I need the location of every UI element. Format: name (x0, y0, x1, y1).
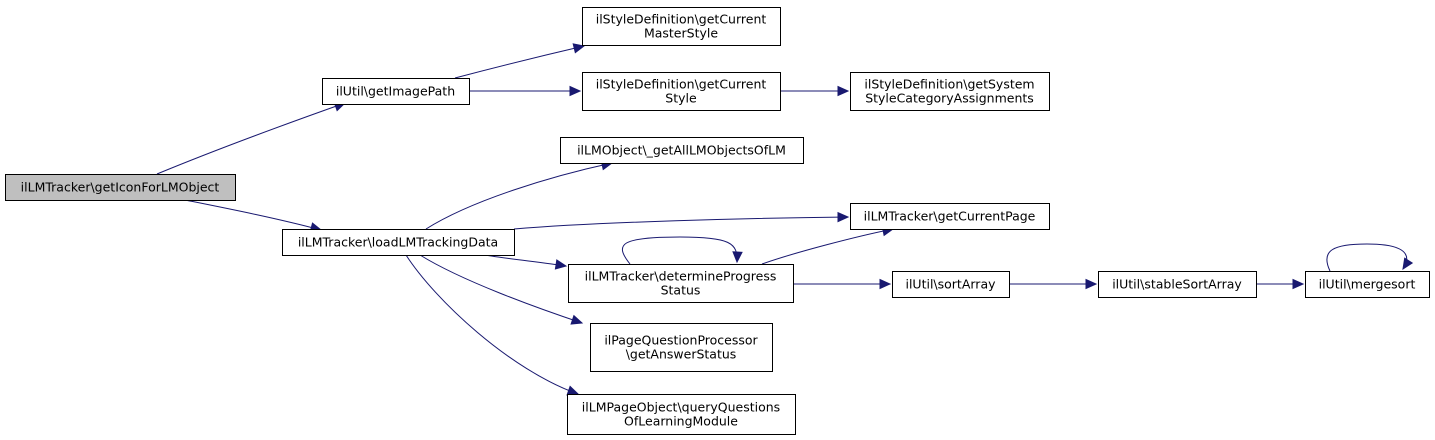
edge-getImagePath-to-getCurrentStyle (469, 85, 582, 97)
arrowhead (554, 259, 568, 270)
node-stableSortArray[interactable]: ilUtil\stableSortArray (1098, 271, 1257, 298)
arrowhead (732, 251, 743, 264)
node-label: ilLMTracker\loadLMTrackingData (298, 235, 498, 250)
node-box (322, 78, 470, 105)
node-label: ilUtil\mergesort (1319, 277, 1416, 292)
node-label: ilStyleDefinition\getCurrent (596, 77, 767, 92)
node-box (892, 271, 1010, 298)
node-box (560, 137, 804, 164)
node-label: ilStyleDefinition\getSystem (864, 77, 1034, 92)
node-label: \getAnswerStatus (626, 347, 737, 362)
arrowhead (572, 43, 586, 54)
node-label: Status (661, 283, 701, 298)
node-getSystemStyleCategoryAssignments[interactable]: ilStyleDefinition\getSystemStyleCategory… (850, 72, 1050, 111)
arrowhead (879, 278, 892, 290)
arrowhead (1085, 278, 1098, 290)
arrowhead (1402, 257, 1414, 271)
edge-getIconForLMObject-to-loadLMTrackingData (184, 199, 323, 233)
node-getAllLMObjectsOfLM[interactable]: ilLMObject\_getAllLMObjectsOfLM (560, 137, 804, 164)
node-label: ilStyleDefinition\getCurrent (596, 12, 767, 27)
node-getImagePath[interactable]: ilUtil\getImagePath (322, 78, 470, 105)
node-label: StyleCategoryAssignments (865, 91, 1034, 106)
node-box (850, 72, 1050, 111)
node-box (850, 203, 1050, 230)
edge-loadLMTrackingData-to-determineProgressStatus (484, 254, 568, 270)
edge-sortArray-to-stableSortArray (1009, 278, 1098, 290)
node-loadLMTrackingData[interactable]: ilLMTracker\loadLMTrackingData (282, 229, 515, 256)
edge-determineProgressStatus-to-getCurrentPage (761, 225, 895, 265)
arrowhead (1292, 278, 1305, 290)
node-box (567, 394, 796, 435)
edge-stableSortArray-to-mergesort (1256, 278, 1305, 290)
edge-loadLMTrackingData-to-getAllLMObjectsOfLM (425, 160, 614, 230)
edge-determineProgressStatus-to-determineProgressStatus (621, 236, 743, 265)
node-queryQuestionsOfLearningModule[interactable]: ilLMPageObject\queryQuestionsOfLearningM… (567, 394, 796, 435)
node-label: ilLMPageObject\queryQuestions (582, 400, 780, 415)
node-label: OfLearningModule (624, 414, 738, 429)
node-label: MasterStyle (644, 26, 718, 41)
edge-mergesort-to-mergesort (1326, 243, 1414, 272)
node-box (582, 72, 781, 111)
node-box (1305, 271, 1430, 298)
node-label: ilUtil\getImagePath (336, 84, 455, 99)
edge-loadLMTrackingData-to-getCurrentPage (513, 211, 850, 230)
node-box (582, 7, 781, 46)
node-label: ilUtil\stableSortArray (1112, 277, 1242, 292)
arrowhead (569, 85, 582, 97)
arrowhead (570, 314, 584, 325)
node-sortArray[interactable]: ilUtil\sortArray (892, 271, 1010, 298)
arrowhead (837, 211, 850, 223)
node-label: ilUtil\sortArray (905, 277, 996, 292)
node-mergesort[interactable]: ilUtil\mergesort (1305, 271, 1430, 298)
node-label: ilLMTracker\determineProgress (585, 269, 777, 284)
arrowhead (566, 385, 580, 396)
edge-loadLMTrackingData-to-getAnswerStatus (419, 254, 584, 325)
node-layer: ilLMTracker\getIconForLMObject ilUtil\get… (5, 7, 1430, 435)
node-label: ilLMObject\_getAllLMObjectsOfLM (577, 143, 786, 158)
edge-determineProgressStatus-to-sortArray (793, 278, 892, 290)
edge-getCurrentStyle-to-getSystemStyleCategoryAssignments (780, 85, 850, 97)
edge-loadLMTrackingData-to-queryQuestionsOfLearningModule (405, 254, 580, 396)
node-box (5, 174, 236, 201)
edge-getIconForLMObject-to-getImagePath (156, 101, 347, 175)
node-label: ilPageQuestionProcessor (604, 333, 758, 348)
node-box (1098, 271, 1257, 298)
node-getCurrentPage[interactable]: ilLMTracker\getCurrentPage (850, 203, 1050, 230)
arrowhead (837, 85, 850, 97)
node-label: Style (665, 91, 697, 106)
node-box (282, 229, 515, 256)
node-getAnswerStatus[interactable]: ilPageQuestionProcessor\getAnswerStatus (590, 323, 773, 372)
node-box (590, 323, 773, 372)
node-label: ilLMTracker\getCurrentPage (864, 209, 1036, 224)
node-label: ilLMTracker\getIconForLMObject (21, 180, 220, 195)
edge-getImagePath-to-getCurrentMasterStyle (454, 43, 586, 79)
node-box (568, 264, 794, 303)
node-getIconForLMObject[interactable]: ilLMTracker\getIconForLMObject (5, 174, 236, 201)
